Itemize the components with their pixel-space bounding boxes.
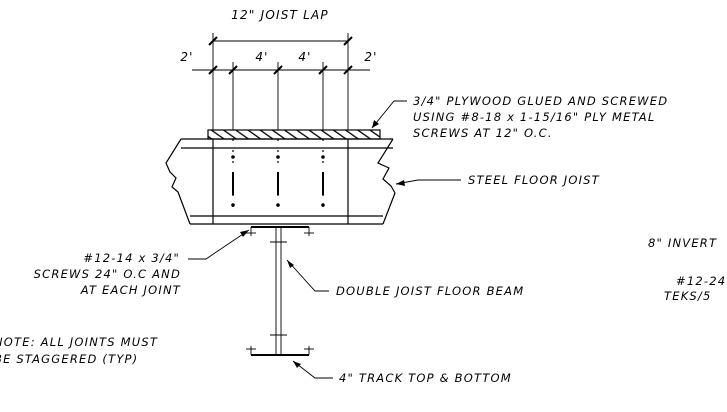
track-callout: 4" TRACK TOP & BOTTOM bbox=[339, 371, 512, 385]
note-callout: NOTE: ALL JOINTS MUST BE STAGGERED (TYP) bbox=[0, 335, 158, 366]
leader-lines bbox=[188, 100, 461, 379]
screw-lines bbox=[231, 139, 325, 216]
cropped-right-text: 8" INVERT #12-24 TEKS/5 bbox=[648, 236, 726, 303]
plywood-callout-line-3: SCREWS AT 12" O.C. bbox=[413, 126, 553, 140]
screws-callout: #12-14 x 3/4" SCREWS 24" O.C AND AT EACH… bbox=[34, 251, 181, 297]
cropped-text-teks: TEKS/5 bbox=[664, 289, 712, 303]
floor-beam-callout: DOUBLE JOIST FLOOR BEAM bbox=[336, 284, 524, 298]
steel-joist-callout: STEEL FLOOR JOIST bbox=[468, 173, 600, 187]
plywood-callout-line-2: USING #8-18 x 1-15/16" PLY METAL bbox=[413, 110, 655, 124]
cropped-text-screw: #12-24 bbox=[676, 274, 726, 288]
overall-dimension: 12" JOIST LAP bbox=[208, 8, 353, 130]
sub-dimensions: 2' 4' 4' 2' bbox=[180, 50, 377, 130]
plywood-layer bbox=[207, 129, 381, 140]
overall-dimension-label: 12" JOIST LAP bbox=[231, 8, 329, 22]
steel-floor-joist bbox=[165, 138, 396, 225]
plywood-callout-line-1: 3/4" PLYWOOD GLUED AND SCREWED bbox=[413, 94, 668, 108]
screws-callout-line-1: #12-14 x 3/4" bbox=[83, 251, 180, 265]
spacing-left-dimension-label: 4' bbox=[255, 50, 268, 64]
screws-callout-line-3: AT EACH JOINT bbox=[80, 283, 181, 297]
note-line-2: BE STAGGERED (TYP) bbox=[0, 352, 138, 366]
right-edge-dimension-label: 2' bbox=[364, 50, 377, 64]
screws-callout-line-2: SCREWS 24" O.C AND bbox=[34, 267, 181, 281]
note-line-1: NOTE: ALL JOINTS MUST bbox=[0, 335, 158, 349]
plywood-callout: 3/4" PLYWOOD GLUED AND SCREWED USING #8-… bbox=[413, 94, 668, 140]
left-edge-dimension-label: 2' bbox=[180, 50, 193, 64]
spacing-right-dimension-label: 4' bbox=[298, 50, 311, 64]
cropped-text-invert: 8" INVERT bbox=[648, 236, 717, 250]
double-joist-floor-beam bbox=[246, 226, 314, 356]
